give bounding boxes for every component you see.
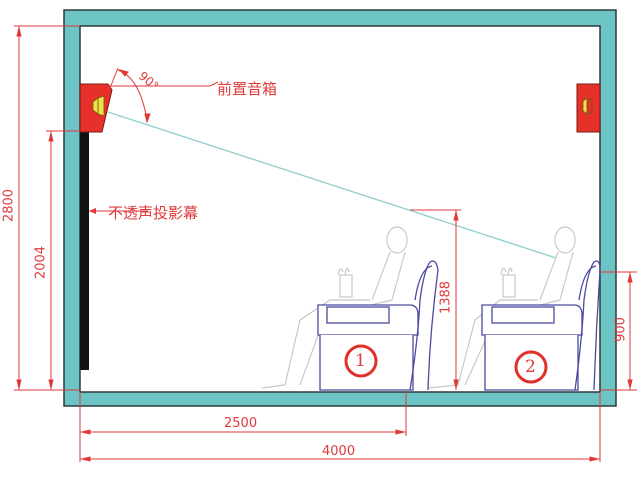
sight-line-height-dimension: 1388 (438, 280, 454, 315)
room-depth-dimension: 4000 (322, 444, 356, 459)
screen-leader (89, 208, 148, 214)
rear-speaker-right (576, 83, 601, 133)
viewer-figures (261, 226, 576, 389)
dimension-lines (14, 25, 637, 462)
seat-1-number: 1 (355, 351, 366, 371)
front-speaker-label: 前置音箱 (217, 80, 278, 98)
sight-line (107, 111, 557, 259)
front-speaker-left (79, 83, 113, 133)
seat-1-number-badge (344, 344, 378, 378)
screen-top-height-dimension: 2004 (33, 245, 49, 280)
room-height-dimension: 2800 (1, 188, 17, 223)
seat-2-number-badge (514, 350, 548, 384)
seat1-distance-dimension: 2500 (224, 416, 258, 431)
seat-2-number: 2 (525, 357, 536, 377)
projection-screen (80, 132, 89, 370)
speaker-angle-annotation (108, 67, 219, 124)
screen-label: 不透声投影幕 (108, 204, 199, 222)
seat-1 (317, 260, 439, 391)
seat-back-height-dimension: 900 (613, 317, 629, 342)
